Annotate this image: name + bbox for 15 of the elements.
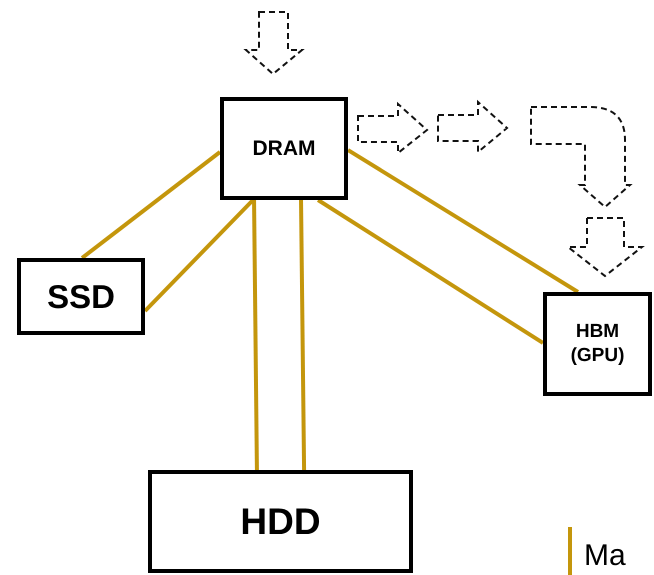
box-label: SSD (47, 276, 115, 317)
box-label: HBM (GPU) (570, 320, 626, 368)
box-label: HDD (240, 500, 321, 544)
component-box (17, 258, 145, 335)
component-box (543, 292, 652, 396)
legend-text: Ma (584, 541, 626, 571)
connector-line (80, 150, 222, 260)
component-box (220, 97, 348, 200)
connector-line (144, 198, 254, 312)
connector-line (346, 148, 580, 294)
connector-line (299, 200, 306, 470)
connector-line (316, 198, 544, 345)
connector-line (252, 200, 259, 470)
component-box (148, 470, 413, 573)
box-label: DRAM (252, 136, 316, 162)
